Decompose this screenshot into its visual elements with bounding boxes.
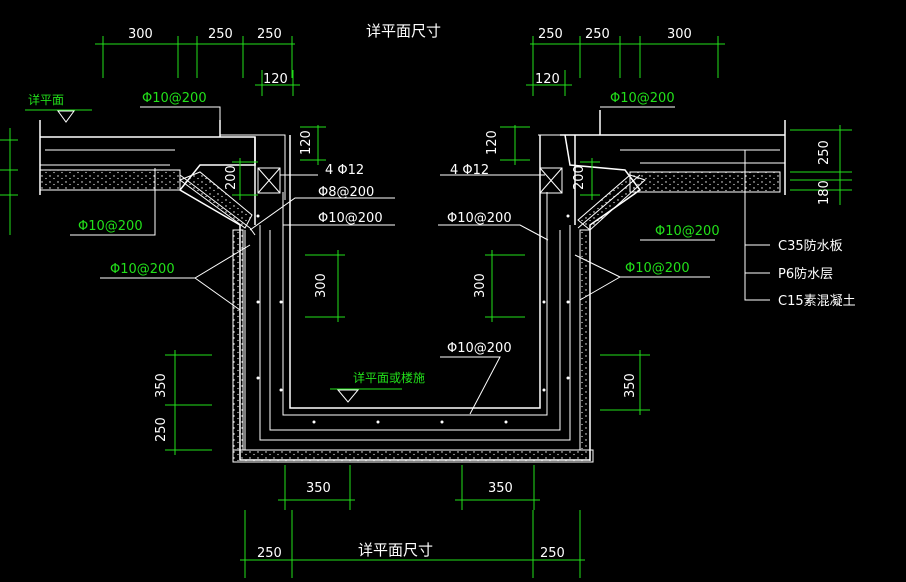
vdim-left-200: 200 [224, 165, 239, 190]
rebar-wall-left-label: Φ10@200 [110, 262, 175, 277]
vdim-outer-right-350: 350 [623, 373, 638, 398]
vdim-right-200: 200 [572, 165, 587, 190]
vdim-outer-left-350: 350 [154, 373, 169, 398]
legend-c35: C35防水板 [778, 238, 843, 254]
top-120-dims: 120 120 [255, 70, 572, 96]
dim-top-left-250a: 250 [208, 27, 233, 42]
vdim-far-right-250: 250 [817, 140, 832, 165]
dim-right-120: 120 [535, 72, 560, 87]
material-legend: C35防水板 P6防水层 C15素混凝土 [778, 238, 856, 309]
rebar-labels: Φ10@200 Φ10@200 4 Φ12 4 Φ12 Φ8@200 Φ10@2… [78, 91, 720, 356]
rebar-phi8-label: Φ8@200 [318, 185, 374, 200]
rebar-top-left-label: Φ10@200 [142, 91, 207, 106]
dim-bottom-inner-right: 350 [488, 481, 513, 496]
dim-top-right-300: 300 [667, 27, 692, 42]
vdim-far-right-180: 180 [817, 180, 832, 205]
dim-bottom-left-250: 250 [257, 546, 282, 561]
top-dimension-chain: 300 250 250 250 250 300 详平面尺寸 [95, 22, 725, 78]
rebar-mid-left-label: Φ10@200 [318, 211, 383, 226]
rebar-4phi12-left: 4 Φ12 [325, 163, 364, 178]
right-slab [560, 110, 786, 195]
pit-section [178, 134, 646, 463]
bottom-level-mark: 详平面或楼施 [330, 370, 425, 403]
dim-bottom-inner-left: 350 [306, 481, 331, 496]
vdim-outer-left-250: 250 [154, 417, 169, 442]
bottom-dimension-chain: 350 350 250 250 详平面尺寸 [240, 465, 585, 578]
vdim-right-120: 120 [485, 130, 500, 155]
leader-lines [70, 106, 770, 415]
rebar-top-right-label: Φ10@200 [610, 91, 675, 106]
rebar-4phi12-right: 4 Φ12 [450, 163, 489, 178]
dim-top-right-250a: 250 [538, 27, 563, 42]
legend-c15: C15素混凝土 [778, 293, 856, 309]
dim-left-120: 120 [263, 72, 288, 87]
rebar-bottom-label: Φ10@200 [447, 341, 512, 356]
rebar-slab-left-label: Φ10@200 [78, 219, 143, 234]
legend-p6: P6防水层 [778, 266, 833, 282]
left-slab [39, 120, 221, 195]
vdim-left-120: 120 [299, 130, 314, 155]
rebar-slab-right-label: Φ10@200 [655, 224, 720, 239]
dim-top-right-250b: 250 [585, 27, 610, 42]
dim-bottom-title: 详平面尺寸 [358, 541, 433, 559]
rebar-mid-right-label: Φ10@200 [447, 211, 512, 226]
ground-level-mark: 详平面 [0, 92, 92, 235]
vdim-inner-right-300: 300 [473, 273, 488, 298]
ground-level-label: 详平面 [28, 92, 64, 107]
bottom-level-label: 详平面或楼施 [353, 370, 425, 385]
rebar-wall-right-label: Φ10@200 [625, 261, 690, 276]
dim-bottom-right-250: 250 [540, 546, 565, 561]
vdim-inner-left-300: 300 [314, 273, 329, 298]
dim-top-left-250b: 250 [257, 27, 282, 42]
dim-top-title: 详平面尺寸 [366, 22, 441, 40]
vertical-dimensions: 120 200 120 200 300 300 350 250 350 [154, 125, 852, 455]
dim-top-left-300: 300 [128, 27, 153, 42]
